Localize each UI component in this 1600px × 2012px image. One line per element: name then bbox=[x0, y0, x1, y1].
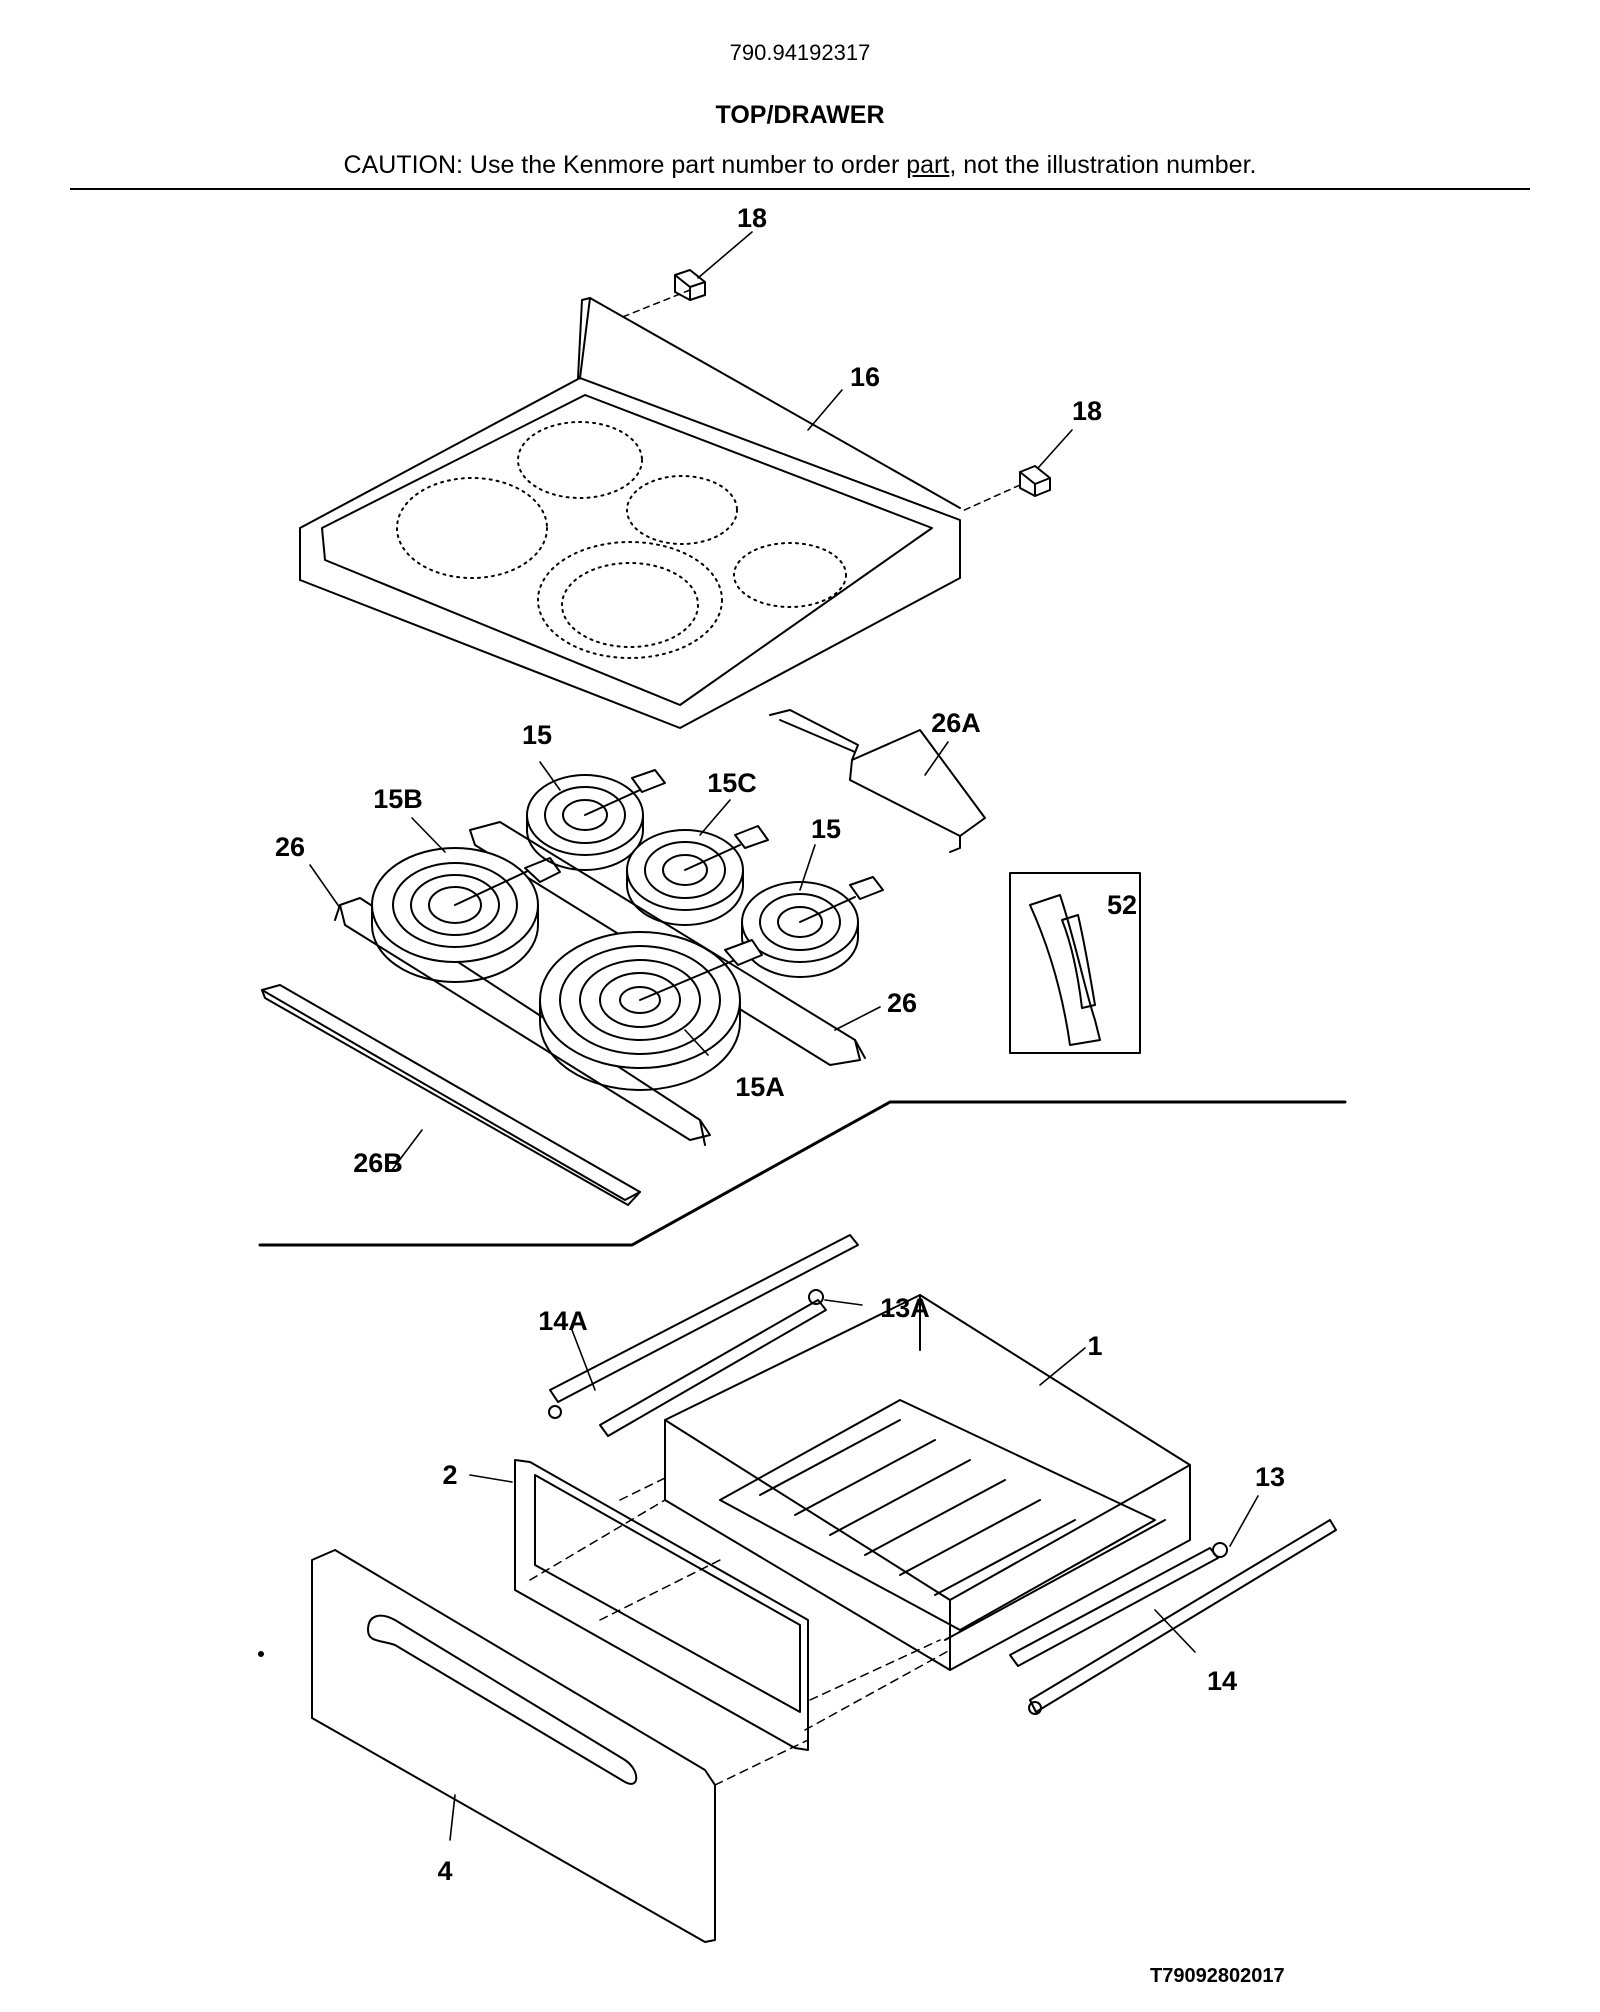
callout-18-right[interactable]: 18 bbox=[1072, 396, 1102, 426]
drawer-body-1 bbox=[664, 1294, 1191, 1671]
caution-note: CAUTION: Use the Kenmore part number to … bbox=[0, 151, 1600, 180]
callout-15B[interactable]: 15B bbox=[373, 784, 423, 814]
caution-suffix: , not the illustration number. bbox=[949, 151, 1257, 179]
inset-box-52 bbox=[1009, 872, 1141, 1054]
caution-part-link[interactable]: part bbox=[906, 151, 950, 179]
callout-26B[interactable]: 26B bbox=[353, 1148, 403, 1178]
element-15-rear bbox=[526, 769, 666, 871]
figure-code: T79092802017 bbox=[1150, 1965, 1285, 1987]
element-15C bbox=[626, 825, 769, 926]
callout-13[interactable]: 13 bbox=[1255, 1462, 1285, 1492]
element-15-right bbox=[741, 876, 884, 978]
page-title: TOP/DRAWER bbox=[715, 101, 885, 129]
callout-2[interactable]: 2 bbox=[442, 1460, 457, 1490]
callout-4[interactable]: 4 bbox=[437, 1856, 452, 1886]
model-number: 790.94192317 bbox=[729, 40, 871, 65]
callout-26-left[interactable]: 26 bbox=[275, 832, 305, 862]
stray-dot bbox=[258, 1651, 264, 1657]
callout-15-rear[interactable]: 15 bbox=[522, 720, 552, 750]
rail-26B bbox=[261, 984, 641, 1206]
callout-15A[interactable]: 15A bbox=[735, 1072, 785, 1102]
drawer-slide-14 bbox=[1009, 1519, 1337, 1715]
callout-13A[interactable]: 13A bbox=[880, 1293, 930, 1323]
element-15A bbox=[539, 931, 763, 1091]
callout-26A[interactable]: 26A bbox=[931, 708, 981, 738]
drawer-front-4 bbox=[311, 1549, 716, 1943]
callout-14A[interactable]: 14A bbox=[538, 1306, 588, 1336]
callout-15C[interactable]: 15C bbox=[707, 768, 757, 798]
element-15B bbox=[371, 847, 561, 983]
drawer-slide-14A bbox=[548, 1234, 859, 1437]
callout-1[interactable]: 1 bbox=[1087, 1331, 1102, 1361]
callout-26-right[interactable]: 26 bbox=[887, 988, 917, 1018]
callout-16[interactable]: 16 bbox=[850, 362, 880, 392]
callout-52[interactable]: 52 bbox=[1107, 890, 1137, 920]
callout-15-right[interactable]: 15 bbox=[811, 814, 841, 844]
bracket-18-right bbox=[1019, 465, 1051, 497]
harness-26A bbox=[769, 709, 986, 853]
caution-prefix: CAUTION: Use the Kenmore part number to … bbox=[343, 151, 907, 179]
header-rule bbox=[70, 188, 1530, 190]
bracket-18-left bbox=[674, 269, 706, 301]
leader-lines bbox=[309, 231, 1259, 1841]
callout-18-top[interactable]: 18 bbox=[737, 203, 767, 233]
assembly-lines bbox=[529, 1477, 951, 1786]
section-divider bbox=[258, 1100, 1347, 1247]
callout-14[interactable]: 14 bbox=[1207, 1666, 1237, 1696]
cooktop-glass bbox=[299, 297, 961, 729]
drawer-liner-2 bbox=[514, 1459, 809, 1751]
